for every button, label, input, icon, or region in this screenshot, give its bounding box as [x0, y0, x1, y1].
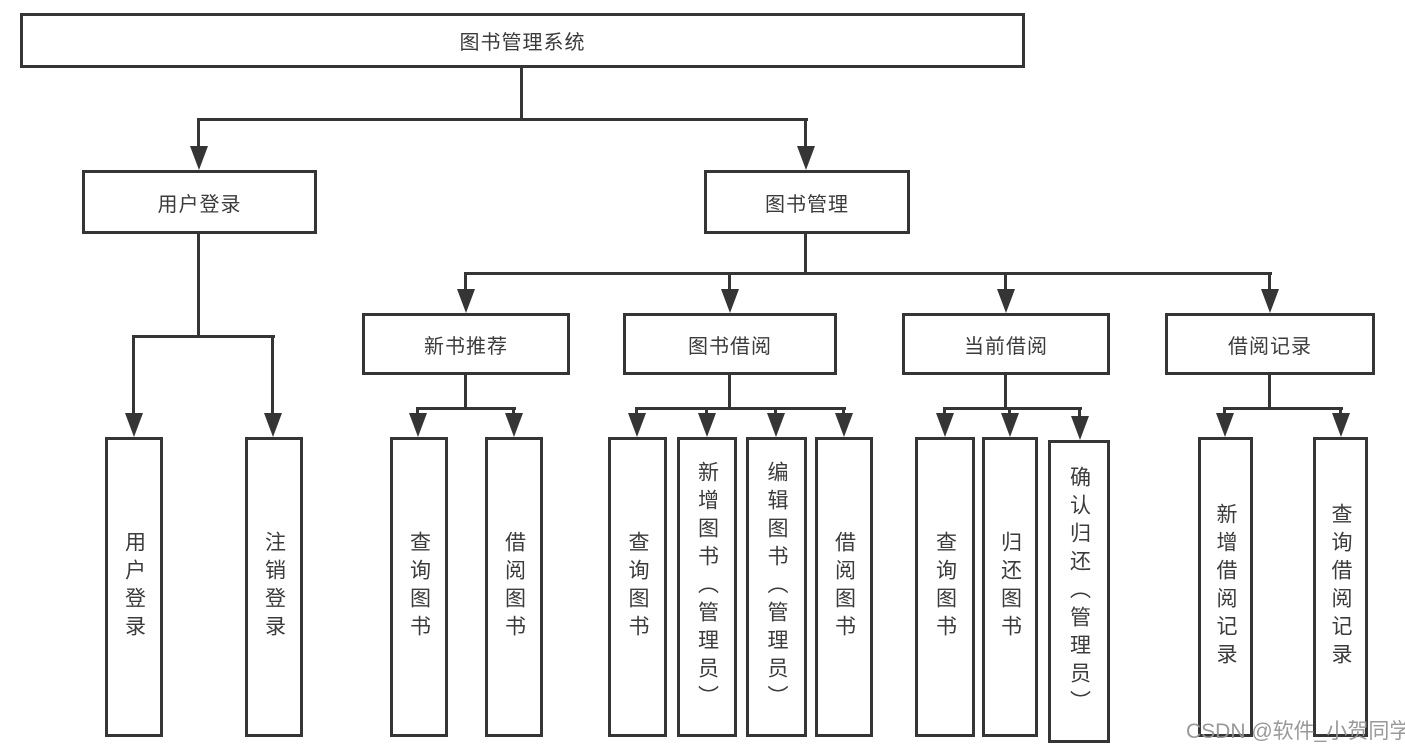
arrow-down-icon: [1216, 413, 1234, 437]
connector-drop-user-login: [197, 118, 200, 146]
leaf-confirm-return-admin-label: 确认归还（管理员）: [1067, 465, 1091, 718]
leaf-query-books-2-label: 查询图书: [626, 531, 649, 643]
connector-g2-stem: [464, 375, 467, 407]
arrow-down-icon: [721, 289, 739, 313]
connector-drop-g2-2: [512, 407, 515, 413]
connector-drop-g5-1: [1223, 407, 1226, 413]
connector-drop-g5-2: [1339, 407, 1342, 413]
arrow-down-icon: [1261, 289, 1279, 313]
leaf-logout-label: 注销登录: [262, 531, 286, 643]
node-current-borrowing: 当前借阅: [902, 313, 1110, 375]
node-root-label: 图书管理系统: [459, 32, 586, 54]
arrow-down-icon: [628, 413, 646, 437]
leaf-query-borrow-record: 查询借阅记录: [1313, 437, 1368, 737]
leaf-add-borrow-record-label: 新增借阅记录: [1214, 503, 1237, 671]
node-user-login-label: 用户登录: [157, 193, 242, 216]
node-root: 图书管理系统: [20, 13, 1025, 68]
arrow-down-icon: [190, 146, 208, 170]
arrow-down-icon: [835, 413, 853, 437]
csdn-watermark: CSDN @软件_小贺同学: [1186, 720, 1405, 743]
connector-drop-newbook: [464, 272, 467, 289]
arrow-down-icon: [767, 413, 785, 437]
leaf-add-borrow-record: 新增借阅记录: [1198, 437, 1253, 737]
arrow-down-icon: [264, 413, 282, 437]
leaf-query-books-3: 查询图书: [915, 437, 975, 737]
connector-drop-book-mgmt: [804, 118, 807, 146]
node-borrowing-records-label: 借阅记录: [1228, 335, 1312, 358]
connector-book-mgmt-stem: [804, 234, 807, 272]
connector-root-stem: [520, 68, 523, 118]
leaf-query-books-1: 查询图书: [390, 437, 448, 737]
connector-drop-g3-2: [705, 407, 708, 413]
leaf-edit-book-admin-label: 编辑图书（管理员）: [765, 461, 788, 713]
connector-drop-g1-1: [132, 335, 135, 413]
leaf-confirm-return-admin: 确认归还（管理员）: [1048, 440, 1110, 743]
arrow-down-icon: [997, 289, 1015, 313]
connector-g4-stem: [1004, 375, 1007, 407]
node-book-borrowing: 图书借阅: [623, 313, 837, 375]
arrow-down-icon: [1071, 416, 1089, 440]
node-current-borrowing-label: 当前借阅: [964, 335, 1048, 358]
arrow-down-icon: [457, 289, 475, 313]
leaf-borrow-books-2: 借阅图书: [815, 437, 873, 737]
connector-drop-g3-1: [635, 407, 638, 413]
connector-drop-g3-3: [774, 407, 777, 413]
connector-drop-borrow: [728, 272, 731, 289]
leaf-borrow-books-2-label: 借阅图书: [832, 531, 856, 643]
connector-drop-g4-1: [943, 407, 946, 413]
connector-g3-rail: [635, 407, 846, 410]
node-user-login: 用户登录: [82, 170, 317, 234]
arrow-down-icon: [1001, 413, 1019, 437]
connector-g5-stem: [1268, 375, 1271, 407]
arrow-down-icon: [936, 413, 954, 437]
connector-drop-g2-1: [416, 407, 419, 413]
node-book-management: 图书管理: [704, 170, 910, 234]
node-book-management-label: 图书管理: [765, 193, 849, 216]
arrow-down-icon: [698, 413, 716, 437]
leaf-query-borrow-record-label: 查询借阅记录: [1329, 503, 1352, 671]
arrow-down-icon: [1332, 413, 1350, 437]
connector-drop-current: [1004, 272, 1007, 289]
node-borrowing-records: 借阅记录: [1165, 313, 1375, 375]
leaf-query-books-2: 查询图书: [608, 437, 667, 737]
leaf-user-login: 用户登录: [105, 437, 163, 737]
node-new-book-recommend-label: 新书推荐: [424, 335, 508, 358]
connector-g1-rail: [132, 335, 275, 338]
arrow-down-icon: [125, 413, 143, 437]
connector-g4-rail: [943, 407, 1082, 410]
connector-drop-g1-2: [271, 335, 274, 413]
leaf-add-book-admin-label: 新增图书（管理员）: [695, 461, 719, 713]
connector-drop-g4-3: [1078, 407, 1081, 416]
leaf-borrow-books-1: 借阅图书: [485, 437, 543, 737]
connector-level3-rail: [464, 272, 1272, 275]
connector-level2-rail: [197, 118, 808, 121]
leaf-logout: 注销登录: [245, 437, 303, 737]
connector-g3-stem: [728, 375, 731, 407]
leaf-return-books-label: 归还图书: [998, 531, 1022, 643]
connector-user-login-stem: [197, 234, 200, 335]
leaf-add-book-admin: 新增图书（管理员）: [677, 437, 737, 737]
arrow-down-icon: [797, 146, 815, 170]
arrow-down-icon: [409, 413, 427, 437]
connector-drop-g3-4: [842, 407, 845, 413]
leaf-user-login-label: 用户登录: [122, 531, 146, 643]
connector-drop-g4-2: [1008, 407, 1011, 413]
leaf-query-books-3-label: 查询图书: [933, 531, 957, 643]
connector-g5-rail: [1223, 407, 1343, 410]
leaf-query-books-1-label: 查询图书: [407, 531, 431, 643]
leaf-edit-book-admin: 编辑图书（管理员）: [746, 437, 807, 737]
connector-drop-records: [1268, 272, 1271, 289]
leaf-return-books: 归还图书: [982, 437, 1038, 737]
connector-g2-rail: [416, 407, 516, 410]
arrow-down-icon: [505, 413, 523, 437]
node-book-borrowing-label: 图书借阅: [688, 335, 772, 358]
node-new-book-recommend: 新书推荐: [362, 313, 570, 375]
leaf-borrow-books-1-label: 借阅图书: [502, 531, 526, 643]
